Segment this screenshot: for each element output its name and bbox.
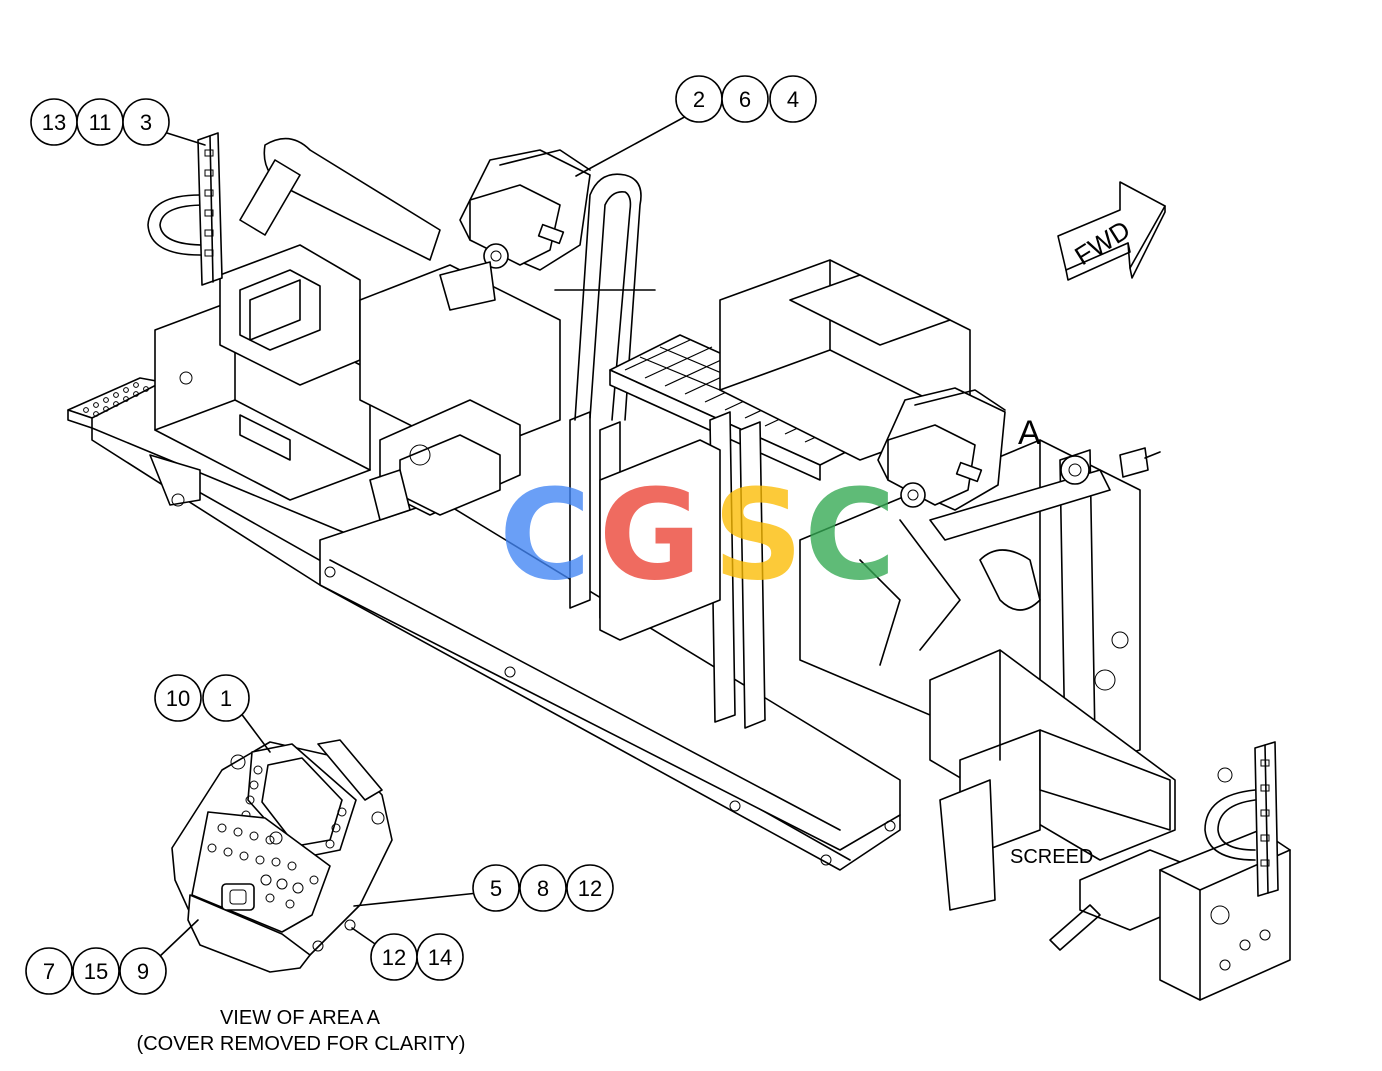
leader-13-11-3 [166,132,206,146]
callout-number: 12 [382,945,406,970]
view-title: VIEW OF AREA A [220,1007,381,1029]
callout-number: 8 [537,876,549,901]
leader-12-14 [351,927,379,947]
left-control-console [439,149,591,311]
callout-number: 7 [43,959,55,984]
callout-group-12-14: 12 14 [370,933,464,981]
detail-view-area-a [171,739,393,973]
callout-number: 10 [166,686,190,711]
callout-number: 13 [42,110,66,135]
callout-group-10-1: 10 1 [154,674,250,722]
callout-group-2-6-4: 2 6 4 [675,75,817,123]
right-control-console [859,387,1006,666]
leader-5-8-12 [353,892,479,907]
callout-number: 11 [89,110,112,135]
fwd-arrow: FWD [1057,181,1166,281]
callout-number: 3 [140,110,152,135]
callout-group-5-8-12: 5 8 12 [472,864,614,912]
callout-number: 2 [693,87,705,112]
callout-number: 5 [490,876,502,901]
machine-frame [67,132,1291,1001]
callout-number: 15 [84,959,108,984]
callout-number: 12 [578,876,602,901]
callout-number: 6 [739,87,751,112]
callout-group-13-11-3: 13 11 3 [30,98,170,146]
watermark-letter: G [599,463,702,608]
callout-number: 9 [137,959,149,984]
callout-number: 4 [787,87,799,112]
watermark-letter: C [499,463,591,608]
screed-label: SCREED [1010,846,1093,868]
left-walkway-holes [83,382,149,417]
callout-group-7-15-9: 7 15 9 [25,947,167,995]
watermark-letter: S [713,463,803,608]
view-note: (COVER REMOVED FOR CLARITY) [137,1033,466,1055]
leader-10-1 [239,711,271,753]
callout-number: 1 [220,686,232,711]
leader-lines [157,113,691,959]
callouts: 13 11 3 2 6 4 10 1 5 8 12 [25,75,817,995]
callout-number: 14 [428,945,452,970]
watermark-letter: C [804,463,896,608]
leader-2-6-4 [575,113,691,177]
leader-7-15-9 [157,919,199,959]
area-a-marker: A [1018,414,1041,452]
